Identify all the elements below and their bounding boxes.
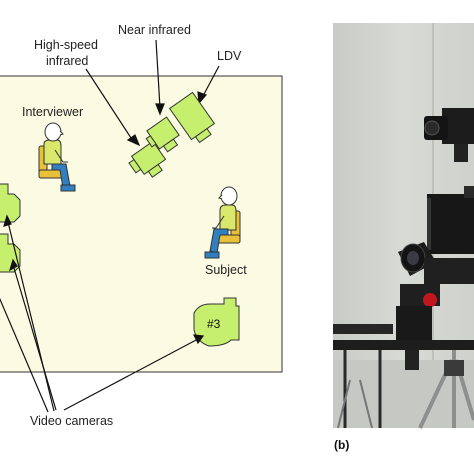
photo-ir-camera xyxy=(398,242,474,284)
label-high-speed-line2: infrared xyxy=(46,54,88,68)
camera-3-number: #3 xyxy=(207,317,221,331)
interviewer-figure xyxy=(38,122,76,192)
high-speed-infrared-camera xyxy=(128,140,167,178)
label-high-speed-line1: High-speed xyxy=(34,38,98,52)
label-interviewer: Interviewer xyxy=(22,105,83,119)
near-infrared-camera xyxy=(145,116,180,153)
equipment-photo: (b) xyxy=(333,23,474,452)
photo-table xyxy=(333,324,474,428)
label-near-infrared: Near infrared xyxy=(118,23,191,37)
video-camera-1 xyxy=(0,183,21,223)
photo-top-camera xyxy=(424,108,474,162)
photo-ldv-box xyxy=(427,186,474,254)
label-ldv: LDV xyxy=(217,49,242,63)
ldv-device xyxy=(168,91,216,144)
video-camera-arrows xyxy=(0,214,205,413)
device-arrows xyxy=(85,39,220,147)
video-camera-3: #3 xyxy=(193,297,240,347)
room-diagram: Near infrared High-speed infrared LDV xyxy=(0,23,283,428)
label-video-cameras: Video cameras xyxy=(30,414,113,428)
photo-mount xyxy=(396,284,440,370)
label-subject: Subject xyxy=(205,263,247,277)
subject-figure xyxy=(204,186,241,259)
photo-caption: (b) xyxy=(334,438,349,452)
